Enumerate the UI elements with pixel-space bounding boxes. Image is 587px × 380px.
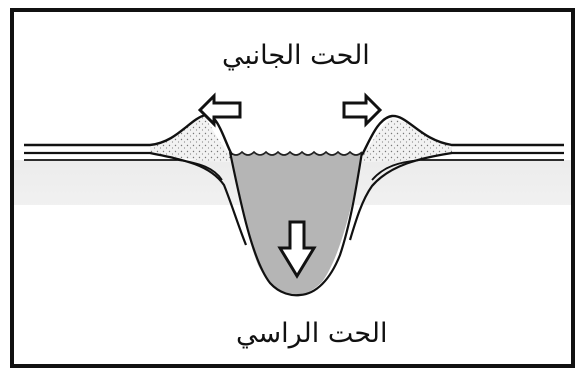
water-surface-waves xyxy=(230,152,362,155)
lateral-erosion-label: الحت الجانبي xyxy=(222,42,370,69)
vertical-erosion-label: الحت الراسي xyxy=(236,320,388,347)
right-arrow-icon xyxy=(344,96,380,124)
